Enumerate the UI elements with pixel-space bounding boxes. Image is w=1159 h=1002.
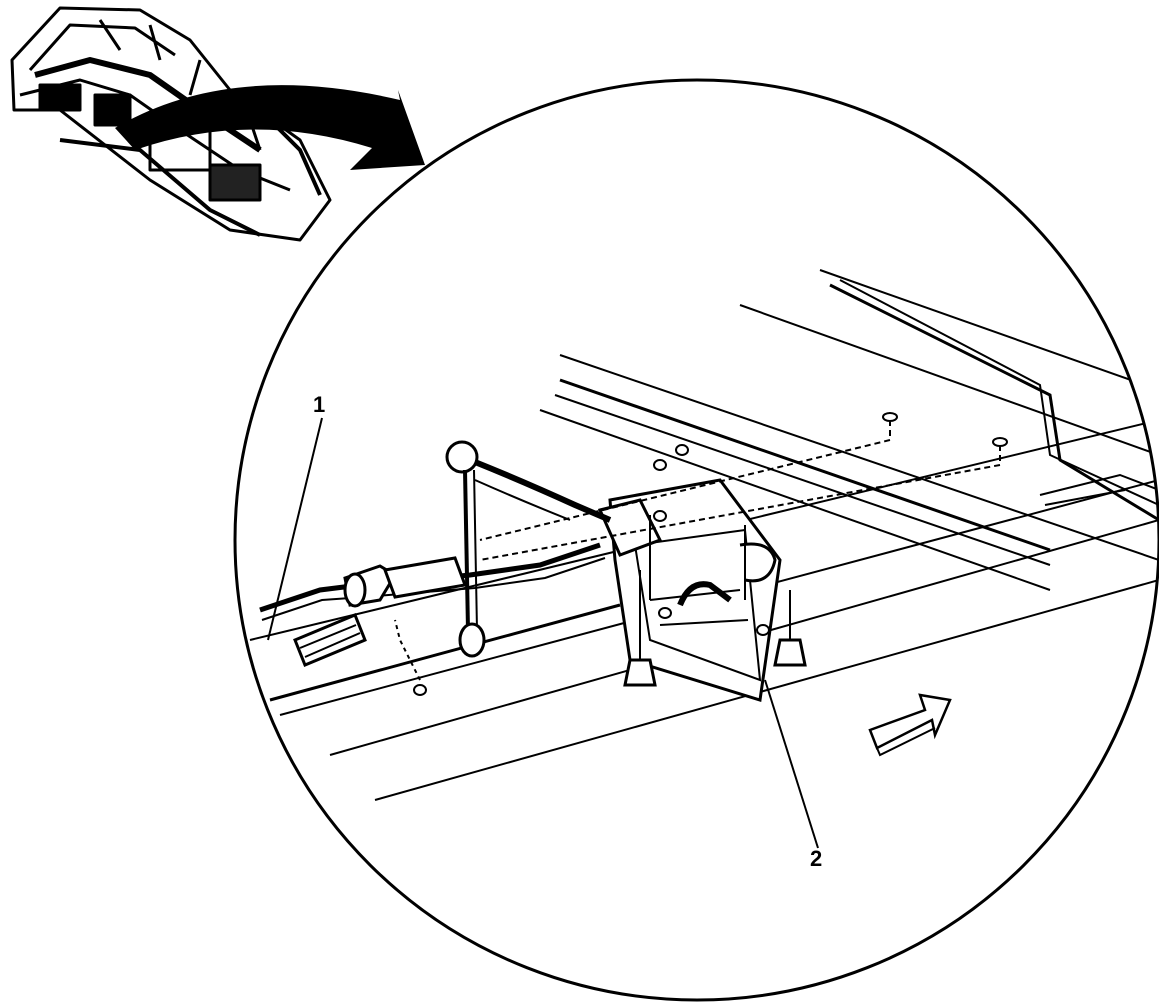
callout-1: 1 xyxy=(313,392,325,417)
magnifier-circle xyxy=(233,78,1159,1002)
curved-arrow-icon xyxy=(115,85,425,170)
leader-line-1 xyxy=(267,417,323,641)
callout-2: 2 xyxy=(810,846,822,871)
leader-line-2 xyxy=(764,679,819,849)
detail-view xyxy=(233,78,1159,1002)
